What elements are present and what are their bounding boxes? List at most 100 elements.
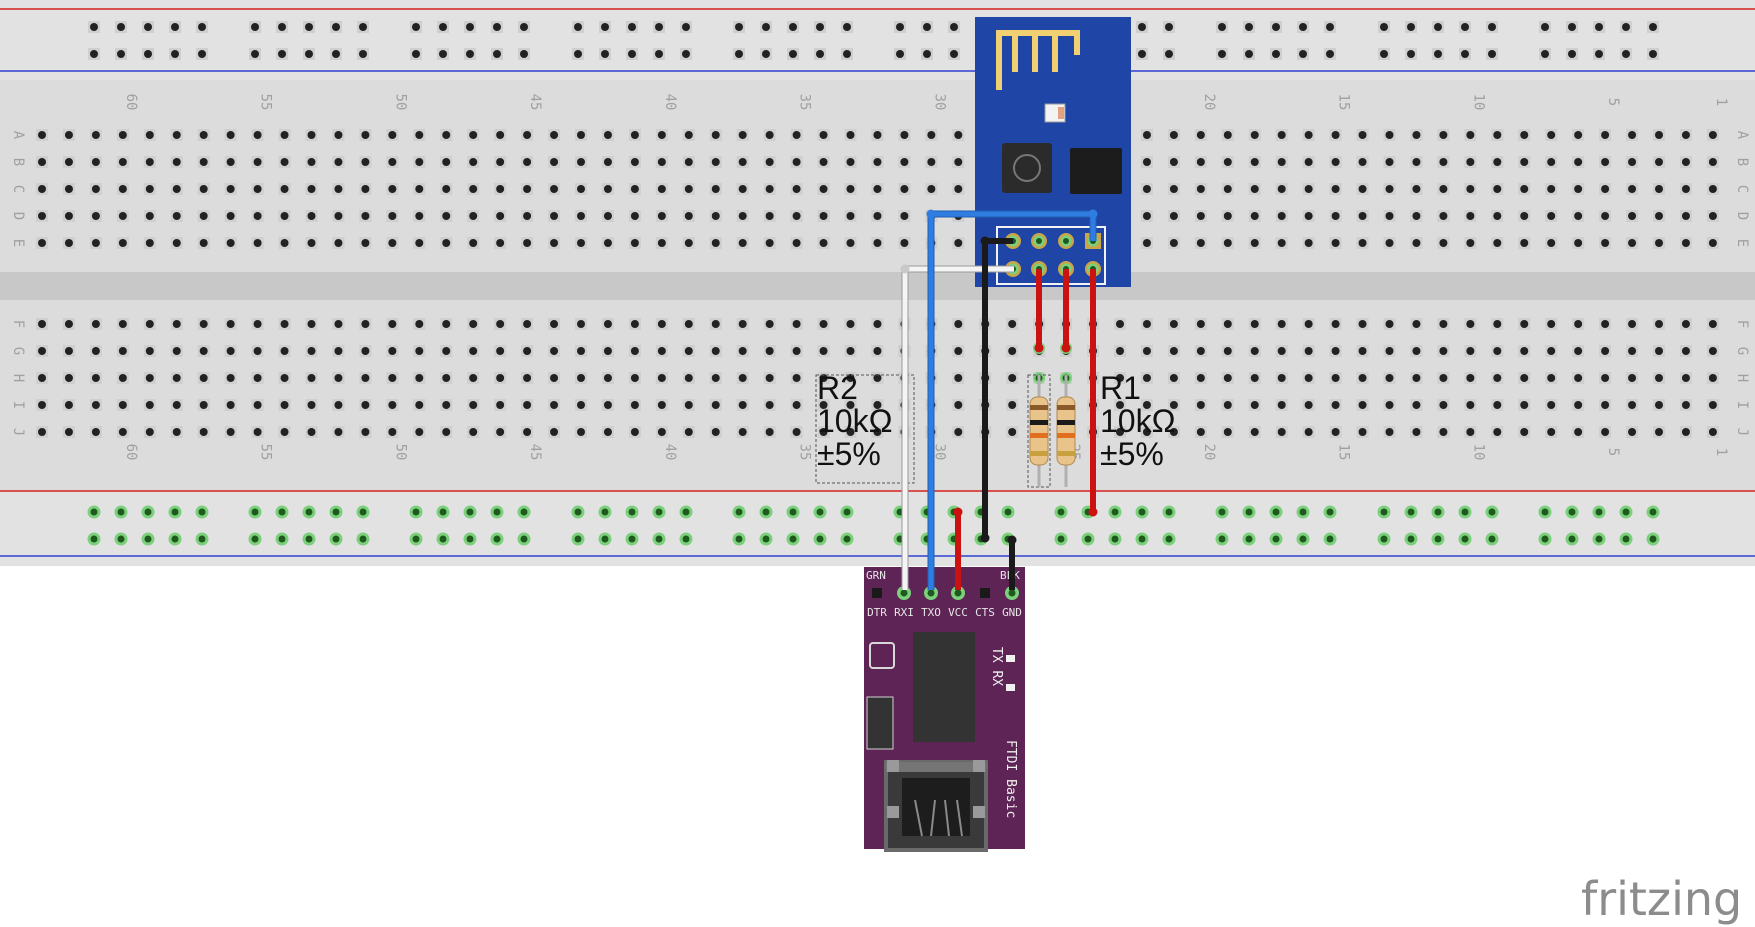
breadboard-hole	[1248, 372, 1261, 384]
breadboard-hole	[305, 318, 318, 330]
breadboard-hole	[709, 183, 722, 195]
breadboard-hole	[494, 210, 507, 222]
breadboard-hole	[871, 156, 884, 168]
rail-hole-connected	[1269, 505, 1283, 519]
breadboard-hole	[628, 210, 641, 222]
breadboard-hole	[575, 426, 587, 438]
breadboard-hole	[251, 129, 264, 141]
breadboard-hole	[1679, 129, 1692, 141]
espressif-logo-icon	[1013, 154, 1041, 182]
breadboard-hole	[278, 156, 291, 168]
breadboard-hole	[36, 372, 48, 384]
breadboard-hole	[548, 183, 561, 195]
breadboard-hole	[1464, 372, 1477, 384]
rail-hole	[303, 48, 315, 60]
wire-end	[953, 507, 963, 517]
breadboard-hole	[1006, 426, 1019, 438]
breadboard-hole	[1194, 210, 1207, 222]
breadboard-hole	[116, 372, 129, 384]
breadboard-hole	[467, 237, 480, 249]
breadboard-hole	[682, 129, 695, 141]
breadboard-hole	[1679, 237, 1692, 249]
rail-hole-connected	[490, 532, 504, 546]
rail-hole	[1163, 48, 1175, 60]
breadboard-hole	[1626, 426, 1639, 438]
breadboard-hole	[359, 237, 372, 249]
breadboard-hole	[736, 156, 749, 168]
breadboard-hole	[1599, 210, 1612, 222]
breadboard-hole	[440, 345, 453, 357]
resistor-r2-outline	[815, 374, 915, 484]
breadboard-hole	[89, 318, 102, 330]
breadboard-hole	[143, 156, 156, 168]
wire-end	[980, 236, 990, 246]
rail-hole-connected	[409, 532, 423, 546]
row-letter: D	[1734, 212, 1750, 220]
breadboard-hole	[817, 156, 830, 168]
rail-hole	[303, 21, 315, 33]
breadboard-hole	[278, 129, 291, 141]
rail-hole	[1136, 48, 1148, 60]
rail-hole	[1459, 21, 1471, 33]
breadboard-hole	[1437, 372, 1450, 384]
breadboard-hole	[1248, 183, 1261, 195]
breadboard-hole	[1599, 345, 1612, 357]
rail-hole	[572, 48, 584, 60]
breadboard-hole	[628, 183, 641, 195]
rail-hole-connected	[598, 505, 612, 519]
breadboard-hole	[1275, 210, 1288, 222]
breadboard-hole	[143, 237, 156, 249]
rail-hole	[1405, 21, 1417, 33]
rail-hole-connected	[1269, 532, 1283, 546]
rail-hole	[1593, 48, 1605, 60]
breadboard-hole	[682, 183, 695, 195]
r2-tolerance-label: ±5%	[817, 436, 881, 472]
breadboard-hole	[1410, 318, 1423, 330]
breadboard-hole	[1410, 183, 1423, 195]
rail-hole-connected	[1485, 532, 1499, 546]
breadboard-hole	[1329, 237, 1342, 249]
breadboard-hole	[1248, 237, 1261, 249]
breadboard-hole	[682, 399, 695, 411]
breadboard-hole	[278, 345, 291, 357]
breadboard-hole	[1329, 426, 1342, 438]
breadboard-hole	[521, 399, 534, 411]
breadboard-hole	[386, 210, 399, 222]
rail-hole	[1620, 48, 1632, 60]
breadboard-hole	[1626, 345, 1639, 357]
breadboard-hole	[467, 183, 480, 195]
breadboard-hole	[36, 129, 48, 141]
breadboard-hole	[305, 237, 318, 249]
column-number: 45	[527, 94, 543, 111]
breadboard-hole	[575, 237, 587, 249]
rail-hole	[1163, 21, 1175, 33]
bottom-power-rail	[0, 490, 1755, 566]
breadboard-hole	[116, 426, 129, 438]
rail-hole-connected	[409, 505, 423, 519]
rail-hole	[1378, 21, 1390, 33]
breadboard-hole	[359, 372, 372, 384]
breadboard-hole	[305, 129, 318, 141]
rail-hole-connected	[168, 532, 182, 546]
breadboard-hole	[62, 129, 75, 141]
breadboard-hole	[521, 237, 534, 249]
breadboard-hole	[1518, 318, 1531, 330]
breadboard-hole	[682, 345, 695, 357]
rail-hole	[921, 48, 933, 60]
breadboard-hole	[1706, 426, 1719, 438]
breadboard-hole	[1653, 318, 1665, 330]
breadboard-hole	[1464, 156, 1477, 168]
column-number: 1	[1713, 98, 1729, 106]
breadboard-hole	[1679, 426, 1692, 438]
ftdi-pin-label: VCC	[948, 606, 968, 619]
ftdi-pin-dtr	[872, 588, 882, 598]
breadboard-hole	[1114, 399, 1126, 411]
breadboard-hole	[359, 318, 372, 330]
breadboard-hole	[1626, 318, 1639, 330]
breadboard-hole	[763, 237, 776, 249]
rail-hole-connected	[786, 505, 800, 519]
row-letter: E	[1734, 239, 1750, 247]
breadboard-hole	[1140, 345, 1153, 357]
breadboard-hole	[521, 210, 534, 222]
column-number: 55	[258, 94, 274, 111]
